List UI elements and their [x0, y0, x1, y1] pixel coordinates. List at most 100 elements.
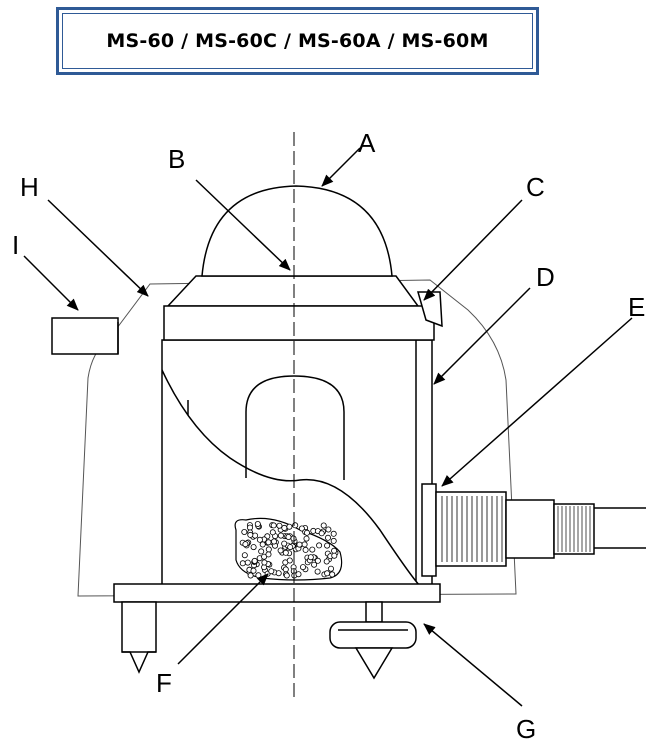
leader-b: [195, 179, 291, 271]
desiccant-bead: [324, 570, 331, 577]
fixed-foot: [121, 601, 157, 674]
label-f: F: [156, 668, 172, 698]
cutaway-section: [162, 369, 422, 586]
leader-c: [423, 199, 523, 301]
cable: [594, 507, 646, 549]
desiccant-bead: [244, 559, 251, 566]
label-b: B: [168, 144, 185, 174]
label-d: D: [536, 262, 555, 292]
desiccant-bead: [299, 564, 306, 571]
glass-dome: [201, 185, 393, 277]
leader-e: [441, 317, 633, 487]
desiccant-bead: [251, 557, 258, 564]
desiccant-bead: [301, 541, 308, 548]
desiccant-bead: [265, 546, 272, 553]
desiccant-bead: [281, 524, 288, 531]
desiccant-bead: [246, 524, 253, 531]
desiccant-bead: [292, 522, 299, 529]
connector-body: [435, 491, 507, 567]
levelling-foot-tip: [354, 647, 394, 680]
desiccant-bead: [281, 540, 288, 547]
desiccant-bead: [239, 560, 246, 567]
title-inner-border: MS-60 / MS-60C / MS-60A / MS-60M: [62, 13, 533, 69]
base-plate: [113, 583, 441, 603]
desiccant-bead: [270, 522, 277, 529]
desiccant-bead: [277, 547, 284, 554]
desiccant-bead: [282, 566, 289, 573]
desiccant-bead: [277, 532, 284, 539]
desiccant-bead: [331, 552, 338, 559]
title-box: MS-60 / MS-60C / MS-60A / MS-60M: [56, 7, 539, 75]
desiccant-bead: [311, 561, 318, 568]
cable-grip-knurl: [557, 506, 591, 552]
desiccant-bead: [250, 544, 257, 551]
model-title: MS-60 / MS-60C / MS-60A / MS-60M: [106, 30, 489, 52]
desiccant-bead: [247, 572, 254, 579]
desiccant-bead: [256, 536, 263, 543]
desiccant-beads: [239, 521, 339, 579]
label-c: C: [526, 172, 545, 202]
desiccant-bead: [283, 572, 290, 579]
leader-h: [47, 199, 149, 297]
desiccant-bead: [331, 547, 338, 554]
desiccant-bead: [270, 538, 277, 545]
desiccant-bead: [241, 552, 248, 559]
desiccant-bead: [309, 546, 316, 553]
desiccant-bead: [286, 523, 293, 530]
desiccant-bead: [268, 568, 275, 575]
desiccant-bead: [276, 522, 283, 529]
desiccant-bead: [295, 571, 302, 578]
cable-sleeve: [505, 499, 555, 559]
top-flange: [166, 275, 420, 307]
desiccant-bead: [252, 532, 259, 539]
desiccant-bead: [254, 521, 261, 528]
desiccant-bead: [255, 572, 262, 579]
levelling-knob: [329, 621, 417, 649]
label-a: A: [358, 128, 376, 158]
desiccant-bead: [329, 571, 336, 578]
desiccant-bead: [303, 535, 310, 542]
leader-i: [23, 255, 79, 311]
desiccant-bead: [327, 565, 334, 572]
desiccant-bead: [265, 551, 272, 558]
desiccant-bead: [261, 559, 268, 566]
desiccant-bead: [247, 531, 254, 538]
desiccant-bead: [324, 542, 331, 549]
desiccant-bead: [318, 530, 325, 537]
desiccant-bead: [275, 570, 282, 577]
desiccant-bead: [330, 530, 337, 537]
desiccant-bead: [314, 557, 321, 564]
levelling-screw: [365, 601, 383, 623]
desiccant-bead: [323, 558, 330, 565]
label-g: G: [516, 714, 536, 744]
desiccant-bead: [314, 568, 321, 575]
desiccant-bead: [287, 544, 294, 551]
desiccant-bead: [285, 534, 292, 541]
desiccant-bead: [269, 529, 276, 536]
desiccant-bead: [320, 522, 327, 529]
desiccant-bead: [324, 534, 331, 541]
leader-d: [433, 287, 531, 385]
inner-cylinder: [245, 375, 345, 480]
leader-a: [321, 147, 361, 187]
label-i: I: [12, 230, 19, 260]
flange-base: [163, 305, 435, 341]
desiccant-bead: [258, 548, 265, 555]
desiccant-bead: [286, 557, 293, 564]
desiccant-bead: [303, 529, 310, 536]
desiccant-bead: [259, 541, 266, 548]
label-e: E: [628, 292, 645, 322]
label-h: H: [20, 172, 39, 202]
desiccant-bead: [307, 554, 314, 561]
connector-knurl: [441, 496, 503, 562]
desiccant-bead: [242, 541, 249, 548]
desiccant-bead: [282, 549, 289, 556]
level-housing: [51, 317, 119, 355]
desiccant-bead: [316, 542, 323, 549]
desiccant-bead: [250, 567, 257, 574]
desiccant-bead: [296, 541, 303, 548]
desiccant-bead: [241, 529, 248, 536]
desiccant-bead: [302, 546, 309, 553]
desiccant-bead: [265, 539, 272, 546]
